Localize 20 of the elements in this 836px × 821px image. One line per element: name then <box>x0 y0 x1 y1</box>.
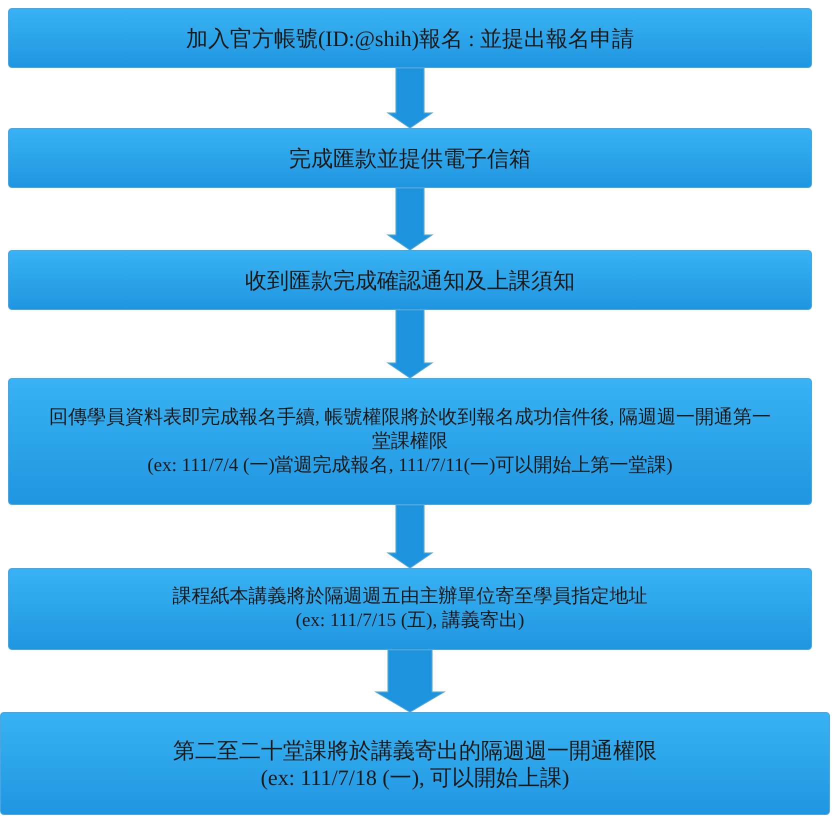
block-arrow <box>386 310 434 379</box>
process-box <box>8 250 812 310</box>
process-box <box>8 378 812 505</box>
step-text: 收到匯款完成確認通知及上課須知 <box>244 266 576 294</box>
process-box <box>8 568 812 650</box>
process-box <box>0 712 830 815</box>
step-text: 加入官方帳號(ID:@shih)報名 : 並提出報名申請 <box>184 24 636 52</box>
example-text: (ex: 111/7/15 (五), 講義寄出) <box>294 609 526 633</box>
step-text: 回傳學員資料表即完成報名手續, 帳號權限將於收到報名成功信件後, 隔週週一開通第一堂課權限 <box>48 406 772 454</box>
block-arrow <box>386 504 434 569</box>
block-arrow <box>386 68 434 129</box>
example-text: (ex: 111/7/18 (一), 可以開始上課) <box>260 764 570 790</box>
step-text: 第二至二十堂課將於講義寄出的隔週週一開通權限 <box>172 736 658 764</box>
step-text: 完成匯款並提供電子信箱 <box>288 144 532 172</box>
block-arrow <box>386 188 434 251</box>
process-box <box>8 8 812 68</box>
block-arrow <box>374 650 446 713</box>
example-text: (ex: 111/7/4 (一)當週完成報名, 111/7/11(一)可以開始上第一堂課) <box>146 454 674 478</box>
step-text: 課程紙本講義將於隔週週五由主辦單位寄至學員指定地址 <box>172 585 648 609</box>
process-box <box>8 128 812 188</box>
